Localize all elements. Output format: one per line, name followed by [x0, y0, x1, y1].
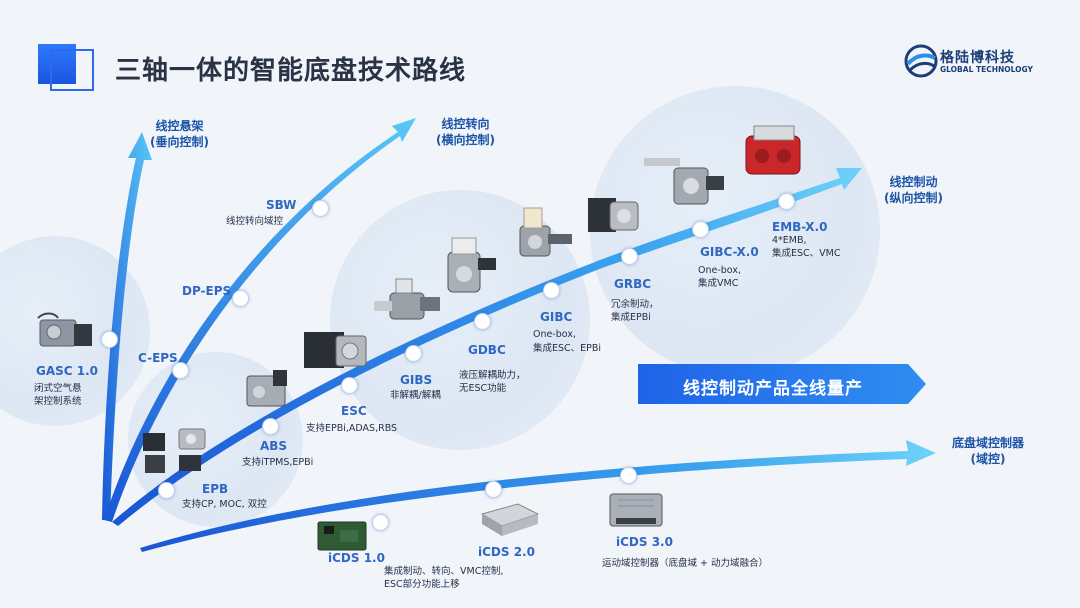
node-name-icds3: iCDS 3.0 — [616, 535, 673, 549]
node-dot-gibs — [405, 345, 422, 362]
node-dot-abs — [262, 418, 279, 435]
node-desc-gibc-2: 集成ESC、EPBi — [533, 343, 602, 354]
node-desc-grbc-1: 冗余制动， — [611, 299, 659, 310]
product-image-gibs — [374, 278, 440, 320]
logo-subtitle: GLOBAL TECHNOLOGY — [940, 65, 1033, 74]
node-desc-emb-2: 集成ESC、VMC — [772, 248, 841, 259]
node-dot-emb — [778, 193, 795, 210]
node-name-gdbc: GDBC — [468, 343, 506, 357]
company-logo: 格陆博科技 GLOBAL TECHNOLOGY — [904, 44, 1054, 84]
axis-label-steering: 线控转向(横向控制) — [436, 117, 495, 147]
node-name-grbc: GRBC — [614, 277, 652, 291]
product-image-gasc — [37, 312, 92, 347]
axis-label-braking: 线控制动(纵向控制) — [884, 175, 943, 205]
node-name-esc: ESC — [341, 404, 367, 418]
node-dot-grbc — [621, 248, 638, 265]
node-name-gibc: GIBC — [540, 310, 573, 324]
node-name-gibs: GIBS — [400, 373, 433, 387]
node-dot-gdbc — [474, 313, 491, 330]
product-image-gdbc — [447, 237, 496, 293]
node-desc-gdbc-2: 无ESC功能 — [459, 383, 507, 394]
node-dot-sbw — [312, 200, 329, 217]
node-dot-icds2 — [485, 481, 502, 498]
node-name-ceps: C-EPS — [138, 351, 178, 365]
node-desc-grbc-2: 集成EPBi — [611, 312, 651, 323]
product-image-icds1 — [317, 521, 367, 551]
product-image-gibcx — [644, 158, 724, 205]
node-name-dpeps: DP-EPS — [182, 284, 232, 298]
logo-icon — [904, 44, 938, 78]
node-desc-gasc-1: 闭式空气悬 — [34, 383, 82, 394]
page-title: 三轴一体的智能底盘技术路线 — [115, 56, 467, 86]
node-desc-icds3: 运动域控制器（底盘域 + 动力域融合） — [602, 558, 768, 569]
node-desc-gdbc-1: 液压解耦助力， — [459, 370, 526, 381]
node-dot-gibc — [543, 282, 560, 299]
node-desc-emb-1: 4*EMB, — [772, 235, 807, 246]
product-image-emb — [745, 125, 801, 175]
node-dot-epb — [158, 482, 175, 499]
node-desc-icds1-2: ESC部分功能上移 — [384, 579, 460, 590]
product-image-epb — [143, 428, 206, 473]
product-image-icds2 — [480, 503, 540, 536]
node-name-epb: EPB — [202, 482, 229, 496]
node-name-gasc: GASC 1.0 — [36, 364, 99, 378]
node-name-abs: ABS — [260, 439, 288, 453]
banner-shape — [638, 364, 926, 404]
node-name-emb: EMB-X.0 — [772, 220, 828, 234]
title-decoration — [38, 44, 94, 91]
node-dot-ceps — [172, 362, 189, 379]
node-desc-gibc-1: One-box, — [533, 329, 576, 340]
axis-label-domain: 底盘域控制器(域控) — [952, 436, 1025, 466]
node-name-icds1: iCDS 1.0 — [328, 551, 385, 565]
node-desc-abs: 支持iTPMS,EPBi — [242, 457, 314, 468]
node-name-sbw: SBW — [266, 198, 297, 212]
node-dot-icds3 — [620, 467, 637, 484]
bg-circle-right — [590, 86, 880, 376]
node-desc-gibcx-2: 集成VMC — [698, 278, 739, 289]
axis-label-suspension: 线控悬架(垂向控制) — [150, 119, 209, 149]
node-desc-icds1-1: 集成制动、转向、VMC控制, — [384, 566, 504, 577]
mass-production-banner: 线控制动产品全线量产 — [638, 364, 926, 404]
product-image-gibc — [519, 207, 572, 257]
node-desc-sbw: 线控转向域控 — [226, 216, 284, 227]
banner-text: 线控制动产品全线量产 — [683, 379, 863, 399]
logo-name: 格陆博科技 — [940, 50, 1015, 66]
product-image-grbc — [588, 198, 639, 232]
node-desc-gibs: 非解耦/解耦 — [390, 390, 441, 401]
node-desc-epb: 支持CP, MOC, 双控 — [182, 499, 267, 510]
node-desc-gasc-2: 架控制系统 — [34, 396, 82, 407]
node-desc-esc: 支持EPBi,ADAS,RBS — [306, 423, 398, 434]
node-dot-gasc — [101, 331, 118, 348]
node-dot-dpeps — [232, 290, 249, 307]
suspension-arrow — [102, 132, 152, 520]
node-name-gibcx: GIBC-X.0 — [700, 245, 759, 259]
node-dot-icds1 — [372, 514, 389, 531]
product-image-esc — [304, 332, 367, 368]
node-name-icds2: iCDS 2.0 — [478, 545, 535, 559]
product-image-abs — [246, 370, 287, 407]
node-desc-gibcx-1: One-box, — [698, 265, 741, 276]
product-image-icds3 — [609, 493, 663, 527]
node-dot-gibcx — [692, 221, 709, 238]
node-dot-esc — [341, 377, 358, 394]
